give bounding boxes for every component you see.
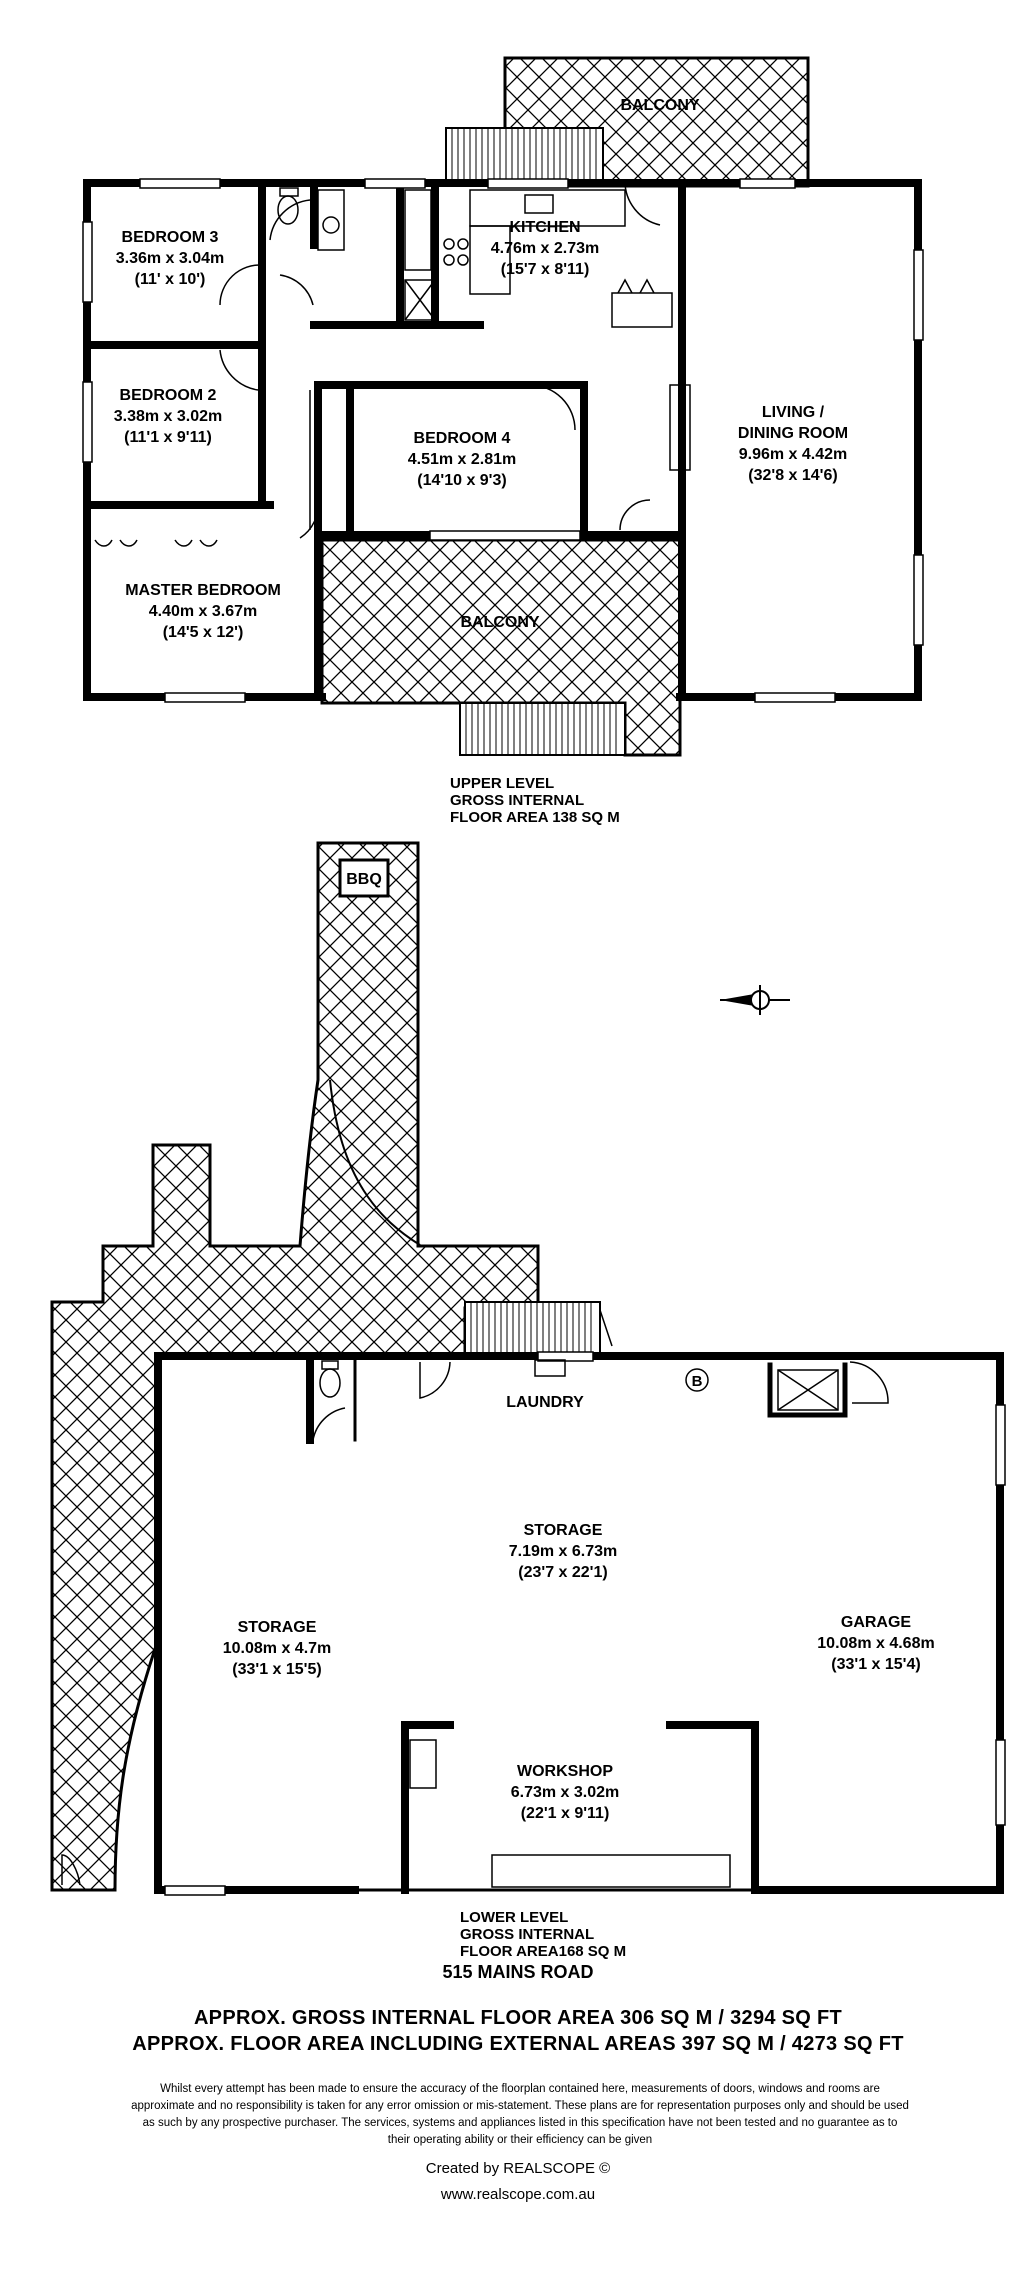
disclaimer-text: Whilst every attempt has been made to en… bbox=[131, 2083, 909, 2146]
bedroom4-metric: 4.51m x 2.81m bbox=[408, 451, 517, 468]
upper-level-line3: FLOOR AREA 138 SQ M bbox=[450, 809, 620, 826]
svg-text:B: B bbox=[692, 1373, 703, 1390]
living-name-2: DINING ROOM bbox=[738, 425, 848, 442]
storage-center-imperial: (23'7 x 22'1) bbox=[518, 1564, 607, 1581]
storage-left-imperial: (33'1 x 15'5) bbox=[232, 1661, 321, 1678]
created-by-label: Created by REALSCOPE © bbox=[425, 2160, 611, 2177]
stairs-top bbox=[445, 127, 604, 187]
upper-level-caption: UPPER LEVEL GROSS INTERNAL FLOOR AREA 13… bbox=[450, 775, 620, 826]
living-metric: 9.96m x 4.42m bbox=[739, 446, 848, 463]
stairs-bottom bbox=[459, 702, 626, 756]
workshop-metric: 6.73m x 3.02m bbox=[511, 1784, 620, 1801]
address-label: 515 MAINS ROAD bbox=[442, 1962, 594, 1982]
workshop-name: WORKSHOP bbox=[517, 1763, 613, 1780]
bbq-label: BBQ bbox=[346, 871, 382, 888]
lower-labels: LAUNDRY STORAGE 7.19m x 6.73m (23'7 x 22… bbox=[223, 1394, 935, 1822]
bedroom3-metric: 3.36m x 3.04m bbox=[116, 250, 225, 267]
kitchen-imperial: (15'7 x 8'11) bbox=[501, 261, 590, 278]
upper-level-line1: UPPER LEVEL bbox=[450, 775, 554, 792]
area-external-label: APPROX. FLOOR AREA INCLUDING EXTERNAL AR… bbox=[132, 2033, 904, 2055]
lower-level-line1: LOWER LEVEL bbox=[460, 1909, 568, 1926]
lower-level-line2: GROSS INTERNAL bbox=[460, 1926, 594, 1943]
balcony-mid-label: BALCONY bbox=[460, 614, 539, 631]
storage-center-metric: 7.19m x 6.73m bbox=[509, 1543, 618, 1560]
master-name: MASTER BEDROOM bbox=[125, 582, 281, 599]
balcony-top-label: BALCONY bbox=[620, 97, 699, 114]
master-metric: 4.40m x 3.67m bbox=[149, 603, 258, 620]
garage-metric: 10.08m x 4.68m bbox=[817, 1635, 934, 1652]
kitchen-metric: 4.76m x 2.73m bbox=[491, 240, 600, 257]
upper-walls bbox=[83, 179, 922, 701]
storage-left-name: STORAGE bbox=[238, 1619, 317, 1636]
bedroom3-name: BEDROOM 3 bbox=[122, 229, 219, 246]
bedroom2-metric: 3.38m x 3.02m bbox=[114, 408, 223, 425]
upper-windows bbox=[82, 178, 924, 703]
stairs-lower bbox=[464, 1301, 613, 1357]
storage-center-name: STORAGE bbox=[524, 1522, 603, 1539]
boiler-icon: B bbox=[685, 1368, 709, 1392]
kitchen-name: KITCHEN bbox=[509, 219, 580, 236]
bedroom2-name: BEDROOM 2 bbox=[120, 387, 217, 404]
lower-level-line3: FLOOR AREA168 SQ M bbox=[460, 1943, 626, 1960]
garage-name: GARAGE bbox=[841, 1614, 912, 1631]
garage-imperial: (33'1 x 15'4) bbox=[831, 1656, 920, 1673]
living-name-1: LIVING / bbox=[762, 404, 825, 421]
compass-icon bbox=[720, 985, 790, 1015]
upper-level-plan: BALCONY KITCHEN 4.76m x 2.73m (15'7 x 8'… bbox=[82, 56, 924, 826]
living-imperial: (32'8 x 14'6) bbox=[748, 467, 837, 484]
lower-deck bbox=[50, 841, 540, 1892]
bbq-box bbox=[338, 858, 390, 898]
area-internal-label: APPROX. GROSS INTERNAL FLOOR AREA 306 SQ… bbox=[193, 2007, 843, 2029]
bedroom4-name: BEDROOM 4 bbox=[414, 430, 511, 447]
bedroom3-imperial: (11' x 10') bbox=[135, 271, 206, 288]
upper-doors bbox=[94, 179, 661, 547]
master-imperial: (14'5 x 12') bbox=[163, 624, 244, 641]
upper-level-line2: GROSS INTERNAL bbox=[450, 792, 584, 809]
laundry-label: LAUNDRY bbox=[506, 1394, 584, 1411]
bedroom2-imperial: (11'1 x 9'11) bbox=[124, 429, 212, 446]
storage-left-metric: 10.08m x 4.7m bbox=[223, 1640, 332, 1657]
kitchen-fixtures bbox=[443, 189, 691, 471]
lower-level-plan: BBQ bbox=[50, 841, 1006, 1960]
workshop-imperial: (22'1 x 9'11) bbox=[521, 1805, 610, 1822]
website-link[interactable]: www.realscope.com.au bbox=[440, 2186, 596, 2203]
bathroom-fixtures bbox=[277, 187, 436, 321]
upper-labels: BALCONY KITCHEN 4.76m x 2.73m (15'7 x 8'… bbox=[114, 97, 848, 641]
lower-fixtures bbox=[61, 1359, 889, 1888]
bedroom4-imperial: (14'10 x 9'3) bbox=[417, 472, 506, 489]
lower-level-caption: LOWER LEVEL GROSS INTERNAL FLOOR AREA168… bbox=[460, 1909, 626, 1960]
